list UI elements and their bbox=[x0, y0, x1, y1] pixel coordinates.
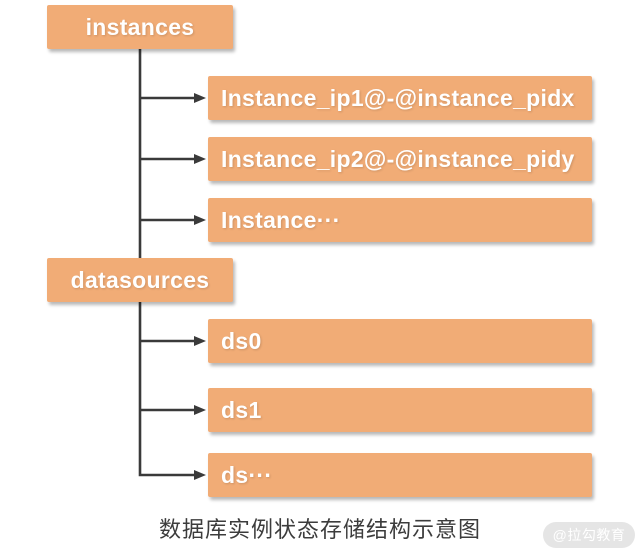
node-datasources: datasources bbox=[47, 258, 233, 302]
node-instance-ip1: Instance_ip1@-@instance_pidx bbox=[208, 76, 592, 120]
watermark-badge: @拉勾教育 bbox=[543, 522, 635, 548]
node-instance-more: Instance··· bbox=[208, 198, 592, 242]
node-ds-more: ds··· bbox=[208, 453, 592, 497]
diagram-caption: 数据库实例状态存储结构示意图 bbox=[158, 517, 481, 542]
node-instance-ip2: Instance_ip2@-@instance_pidy bbox=[208, 137, 592, 181]
node-ds0: ds0 bbox=[208, 319, 592, 363]
node-ds1: ds1 bbox=[208, 388, 592, 432]
node-instances: instances bbox=[47, 5, 233, 49]
